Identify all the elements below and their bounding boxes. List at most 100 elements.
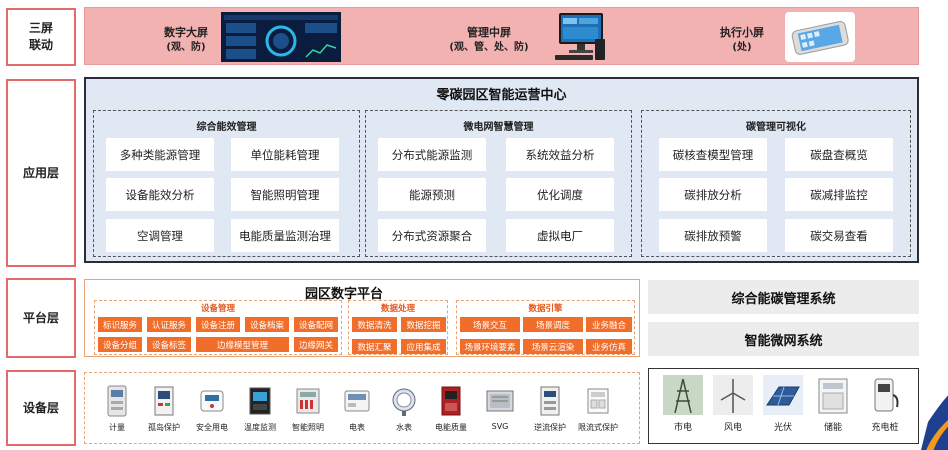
energy-label: 光伏: [773, 423, 792, 433]
app-item[interactable]: 优化调度: [506, 178, 614, 211]
device-label: SVG: [491, 422, 509, 431]
screen-small-title: 执行小屏: [720, 26, 764, 39]
energy-solar[interactable]: 光伏: [761, 375, 805, 433]
solar-panel-icon: [763, 375, 803, 415]
app-item[interactable]: 虚拟电厂: [506, 219, 614, 252]
platform-chip[interactable]: 标识服务: [98, 317, 142, 332]
device-panel: 计量 孤岛保护 安全用电 温度监测 智能照明 电表 水表 电能质量 SVG 逆流…: [84, 372, 640, 444]
app-item[interactable]: 智能照明管理: [231, 178, 339, 211]
layer-label-application: 应用层: [6, 79, 76, 267]
layer-label-platform: 平台层: [6, 278, 76, 358]
electric-meter-icon: [344, 390, 370, 412]
device-label: 孤岛保护: [148, 423, 180, 432]
app-item[interactable]: 分布式能源监测: [378, 138, 486, 171]
platform-chip[interactable]: 数据汇聚: [352, 339, 397, 354]
device-power-quality[interactable]: 电能质量: [428, 383, 474, 433]
device-electric-meter[interactable]: 电表: [334, 383, 380, 433]
screen-medium-title: 管理中屏: [467, 26, 511, 39]
data-processing-title: 数据处理: [380, 304, 415, 314]
energy-grid[interactable]: 市电: [661, 375, 705, 433]
safety-device-icon: [200, 390, 224, 412]
device-metering[interactable]: 计量: [94, 383, 140, 433]
microgrid-title: 微电网智慧管理: [463, 122, 534, 133]
screen-medium-caption: 管理中屏 (观、管、处、防): [437, 25, 541, 55]
platform-chip[interactable]: 边缘网关: [294, 337, 338, 352]
platform-chip[interactable]: 数据挖掘: [401, 317, 446, 332]
energy-charger[interactable]: 充电桩: [863, 375, 907, 433]
app-item[interactable]: 碳核查模型管理: [659, 138, 767, 171]
platform-chip[interactable]: 应用集成: [401, 339, 446, 354]
platform-chip[interactable]: 场景调度: [523, 317, 583, 332]
platform-chip[interactable]: 设备注册: [196, 317, 240, 332]
layer-platform-text: 平台层: [22, 310, 59, 325]
app-item[interactable]: 多种类能源管理: [106, 138, 214, 171]
app-item[interactable]: 系统效益分析: [506, 138, 614, 171]
meter-icon: [107, 385, 127, 417]
device-reverse-protection[interactable]: 逆流保护: [527, 383, 573, 433]
app-item[interactable]: 能源预测: [378, 178, 486, 211]
platform-chip[interactable]: 设备配网: [294, 317, 338, 332]
phone-image: [785, 12, 855, 62]
device-smart-lighting[interactable]: 智能照明: [285, 383, 331, 433]
device-label: 智能照明: [292, 423, 324, 432]
device-svg[interactable]: SVG: [477, 383, 523, 431]
device-label: 温度监测: [244, 423, 276, 432]
data-engine-title: 数据引擎: [528, 304, 563, 314]
device-current-limiting[interactable]: 限流式保护: [575, 383, 621, 433]
platform-chip[interactable]: 场景交互: [460, 317, 520, 332]
platform-chip[interactable]: 场景云渲染: [523, 339, 583, 354]
app-item[interactable]: 空调管理: [106, 219, 214, 252]
layer-label-device: 设备层: [6, 370, 76, 446]
digital-platform-title: 园区数字平台: [305, 287, 384, 302]
reverse-flow-relay-icon: [540, 386, 560, 416]
microgrid-group: 微电网智慧管理 分布式能源监测 系统效益分析 能源预测 优化调度 分布式资源聚合…: [365, 110, 632, 257]
screens-band: 数字大屏 (观、防) 管理中屏 (观、管、处、防) 执行小屏 (处): [84, 7, 919, 65]
layer-device-text: 设备层: [22, 400, 59, 415]
platform-chip[interactable]: 场景环境要素: [460, 339, 520, 354]
device-label: 逆流保护: [534, 423, 566, 432]
current-limiter-icon: [587, 388, 609, 414]
platform-chip[interactable]: 业务融合: [586, 317, 632, 332]
platform-chip[interactable]: 业务仿真: [586, 339, 632, 354]
water-meter-icon: [392, 388, 416, 416]
app-item[interactable]: 碳盘查概览: [785, 138, 893, 171]
device-label: 安全用电: [196, 423, 228, 432]
device-label: 电表: [349, 423, 365, 432]
app-item[interactable]: 设备能效分析: [106, 178, 214, 211]
app-item[interactable]: 碳减排监控: [785, 178, 893, 211]
app-item[interactable]: 碳排放预警: [659, 219, 767, 252]
app-item[interactable]: 碳排放分析: [659, 178, 767, 211]
platform-chip[interactable]: 设备分组: [98, 337, 142, 352]
screen-large-caption: 数字大屏 (观、防): [151, 25, 221, 55]
carbon-title: 碳管理可视化: [746, 122, 806, 133]
energy-storage[interactable]: 储能: [811, 375, 855, 433]
carbon-management-system[interactable]: 综合能碳管理系统: [648, 280, 919, 314]
device-island-protection[interactable]: 孤岛保护: [141, 383, 187, 433]
device-temperature[interactable]: 温度监测: [237, 383, 283, 433]
corner-decoration: [921, 395, 948, 450]
wind-turbine-icon: [713, 375, 753, 415]
app-item[interactable]: 碳交易查看: [785, 219, 893, 252]
operation-center-title: 零碳园区智能运营中心: [436, 88, 567, 103]
platform-chip[interactable]: 边缘模型管理: [196, 337, 289, 352]
platform-chip[interactable]: 设备档案: [245, 317, 289, 332]
lighting-controller-icon: [296, 388, 320, 414]
energy-wind[interactable]: 风电: [711, 375, 755, 433]
energy-efficiency-title: 综合能效管理: [196, 122, 257, 133]
app-item[interactable]: 电能质量监测治理: [231, 219, 339, 252]
screen-large-sub: (观、防): [166, 42, 206, 53]
energy-label: 风电: [723, 423, 742, 433]
app-item[interactable]: 单位能耗管理: [231, 138, 339, 171]
platform-chip[interactable]: 认证服务: [147, 317, 191, 332]
platform-chip[interactable]: 设备标签: [147, 337, 191, 352]
svg-compensator-icon: [486, 390, 514, 412]
app-item[interactable]: 分布式资源聚合: [378, 219, 486, 252]
platform-chip[interactable]: 数据清洗: [352, 317, 397, 332]
device-safe-power[interactable]: 安全用电: [189, 383, 235, 433]
layer-screens-line1: 三屏: [28, 21, 53, 35]
energy-sources-panel: 市电 风电 光伏 储能 充电桩: [648, 368, 919, 444]
device-label: 电能质量: [435, 423, 467, 432]
microgrid-system[interactable]: 智能微网系统: [648, 322, 919, 356]
device-water-meter[interactable]: 水表: [381, 383, 427, 433]
layer-application-text: 应用层: [22, 165, 59, 180]
